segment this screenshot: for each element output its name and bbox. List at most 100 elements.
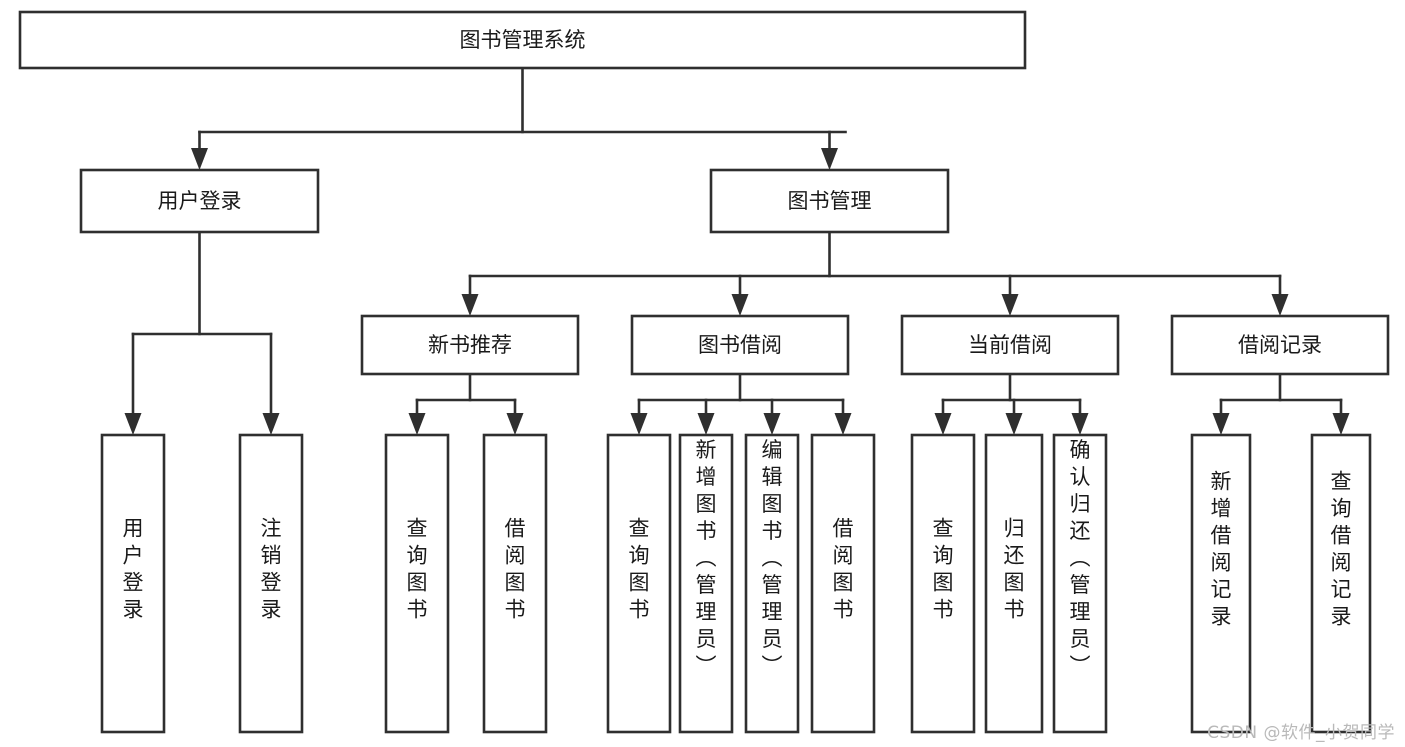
- node-leaf-query-book-1-label: 查询图书: [407, 517, 428, 622]
- node-leaf-query-book-2-label: 查询图书: [629, 517, 650, 622]
- node-leaf-query-book-3[interactable]: 查询图书: [910, 433, 976, 734]
- arrow-head-icon: [262, 413, 280, 435]
- label-char: 阅: [1211, 551, 1232, 575]
- node-leaf-query-book-2-box[interactable]: [606, 433, 672, 734]
- node-leaf-borrow-book-2[interactable]: 借阅图书: [810, 433, 876, 734]
- node-user-login-label: 用户登录: [158, 189, 242, 213]
- label-char: 编: [762, 438, 783, 462]
- node-leaf-borrow-book-1[interactable]: 借阅图书: [482, 433, 548, 734]
- label-char: 图: [1004, 571, 1025, 595]
- label-char: ︶: [696, 654, 717, 678]
- node-leaf-user-login-box[interactable]: [100, 433, 166, 734]
- node-book-borrow-label: 图书借阅: [698, 333, 782, 357]
- node-leaf-query-book-1-box[interactable]: [384, 433, 450, 734]
- node-leaf-query-book-2[interactable]: 查询图书: [606, 433, 672, 734]
- node-leaf-add-book-admin[interactable]: 新增图书︵管理员︶: [678, 433, 734, 734]
- node-leaf-query-book-1[interactable]: 查询图书: [384, 433, 450, 734]
- arrow-head-icon: [821, 148, 838, 170]
- node-leaf-add-borrow-record[interactable]: 新增借阅记录: [1190, 433, 1252, 734]
- node-book-manage[interactable]: 图书管理: [709, 168, 950, 234]
- label-char: 确: [1070, 438, 1091, 462]
- edge-bookborrow-to-leaves: [630, 372, 852, 435]
- arrow-head-icon: [1071, 413, 1089, 435]
- node-leaf-confirm-return-admin-box[interactable]: [1052, 433, 1108, 734]
- label-char: 书: [696, 519, 717, 543]
- node-leaf-confirm-return-admin[interactable]: 确认归还︵管理员︶: [1052, 433, 1108, 734]
- label-char: 新: [1211, 470, 1232, 494]
- arrow-head-icon: [1005, 413, 1023, 435]
- node-leaf-return-book[interactable]: 归还图书: [984, 433, 1044, 734]
- label-char: 员: [1070, 627, 1091, 651]
- node-leaf-query-borrow-record-box[interactable]: [1310, 433, 1372, 734]
- label-char: ︵: [762, 546, 783, 570]
- label-char: 录: [123, 598, 144, 622]
- node-leaf-edit-book-admin[interactable]: 编辑图书︵管理员︶: [744, 433, 800, 734]
- node-leaf-borrow-book-1-box[interactable]: [482, 433, 548, 734]
- node-book-borrow-box[interactable]: [630, 314, 850, 376]
- edge-root-to-level2: [191, 66, 847, 170]
- node-leaf-add-borrow-record-box[interactable]: [1190, 433, 1252, 734]
- label-char: 理: [696, 600, 717, 624]
- label-char: 询: [407, 544, 428, 568]
- label-char: 借: [505, 517, 526, 541]
- node-user-login[interactable]: 用户登录: [79, 168, 320, 234]
- label-char: 书: [762, 519, 783, 543]
- label-char: 录: [1211, 605, 1232, 629]
- label-char: 记: [1331, 578, 1352, 602]
- label-char: 管: [762, 573, 783, 597]
- node-current-borrow-label: 当前借阅: [968, 333, 1052, 357]
- label-char: 查: [407, 517, 428, 541]
- node-book-manage-box[interactable]: [709, 168, 950, 234]
- node-leaf-confirm-return-admin-label: 确认归还︵管理员︶: [1070, 438, 1091, 678]
- node-book-manage-label: 图书管理: [788, 189, 872, 213]
- label-char: ︶: [762, 654, 783, 678]
- node-new-book-recommend-box[interactable]: [360, 314, 580, 376]
- arrow-head-icon: [1212, 413, 1230, 435]
- node-leaf-add-borrow-record-label: 新增借阅记录: [1211, 470, 1232, 629]
- label-char: 新: [696, 438, 717, 462]
- node-leaf-borrow-book-2-box[interactable]: [810, 433, 876, 734]
- node-leaf-user-logout-box[interactable]: [238, 433, 304, 734]
- node-leaf-user-logout[interactable]: 注销登录: [238, 433, 304, 734]
- node-leaf-add-book-admin-label: 新增图书︵管理员︶: [696, 438, 717, 678]
- node-current-borrow-box[interactable]: [900, 314, 1120, 376]
- node-leaf-borrow-book-1-label: 借阅图书: [505, 517, 526, 622]
- label-char: 书: [505, 598, 526, 622]
- label-char: ︵: [1070, 546, 1091, 570]
- node-borrow-record-label: 借阅记录: [1238, 333, 1322, 357]
- node-borrow-record[interactable]: 借阅记录: [1170, 314, 1390, 376]
- label-char: 图: [629, 571, 650, 595]
- node-new-book-recommend[interactable]: 新书推荐: [360, 314, 580, 376]
- node-root[interactable]: 图书管理系统: [18, 10, 1027, 70]
- node-leaf-query-borrow-record[interactable]: 查询借阅记录: [1310, 433, 1372, 734]
- edge-bookmanage-to-level3: [461, 230, 1289, 316]
- label-char: 录: [261, 598, 282, 622]
- node-leaf-user-login[interactable]: 用户登录: [100, 433, 166, 734]
- label-char: 注: [261, 517, 282, 541]
- arrow-head-icon: [461, 294, 479, 316]
- label-char: 增: [1211, 497, 1232, 521]
- label-char: 图: [762, 492, 783, 516]
- label-char: 销: [261, 544, 282, 568]
- arrow-head-icon: [1001, 294, 1019, 316]
- node-borrow-record-box[interactable]: [1170, 314, 1390, 376]
- node-current-borrow[interactable]: 当前借阅: [900, 314, 1120, 376]
- arrow-head-icon: [191, 148, 208, 170]
- label-char: 户: [123, 544, 144, 568]
- node-leaf-edit-book-admin-box[interactable]: [744, 433, 800, 734]
- edge-currentborrow-to-leaves: [934, 372, 1089, 435]
- label-char: 查: [933, 517, 954, 541]
- node-leaf-add-book-admin-box[interactable]: [678, 433, 734, 734]
- arrow-head-icon: [731, 294, 749, 316]
- label-char: 书: [833, 598, 854, 622]
- label-char: 阅: [833, 544, 854, 568]
- node-leaf-return-book-box[interactable]: [984, 433, 1044, 734]
- node-leaf-query-book-3-box[interactable]: [910, 433, 976, 734]
- node-root-box[interactable]: [18, 10, 1027, 70]
- node-user-login-box[interactable]: [79, 168, 320, 234]
- node-book-borrow[interactable]: 图书借阅: [630, 314, 850, 376]
- label-char: 图: [696, 492, 717, 516]
- arrow-head-icon: [697, 413, 715, 435]
